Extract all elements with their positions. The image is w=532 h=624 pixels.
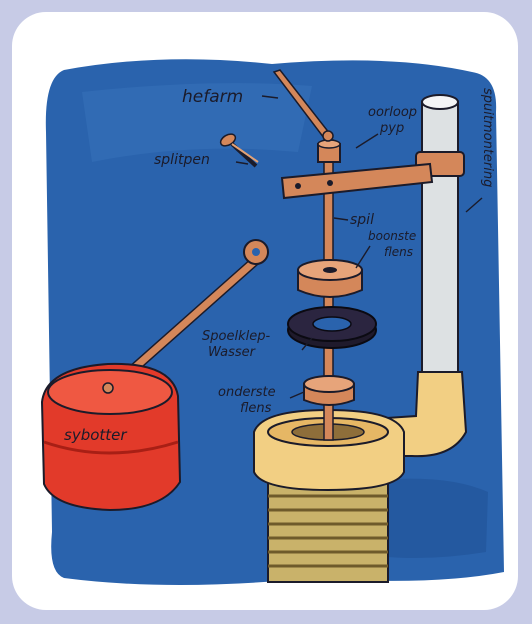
- label-boonste-line2: flens: [384, 245, 413, 259]
- lower-flange: [304, 376, 354, 405]
- label-oorloop-line1: oorloop: [368, 105, 417, 120]
- label-boonste-line1: boonste: [368, 229, 416, 243]
- label-onderste-line1: onderste: [218, 385, 276, 400]
- label-oorloop-line2: pyp: [379, 121, 404, 136]
- label-spoelklep-line1: Spoelklep-: [202, 329, 270, 344]
- label-spuitmontering: spuitmontering: [480, 88, 495, 187]
- toilet-flush-valve-diagram: hefarm splitpen oorloop pyp spil boonste…: [12, 12, 518, 610]
- label-onderste-line2: flens: [240, 401, 272, 416]
- overflow-pipe: [416, 95, 464, 392]
- upper-flange: [298, 260, 362, 297]
- flush-valve-washer: [288, 307, 376, 348]
- illustration-card: hefarm splitpen oorloop pyp spil boonste…: [12, 12, 518, 610]
- spindle-collar: [318, 140, 340, 162]
- label-spoelklep-line2: Wasser: [208, 345, 257, 360]
- label-sybotter: sybotter: [64, 426, 127, 444]
- label-spil: spil: [350, 212, 374, 228]
- label-splitpen: splitpen: [154, 152, 210, 168]
- label-hefarm: hefarm: [182, 87, 243, 107]
